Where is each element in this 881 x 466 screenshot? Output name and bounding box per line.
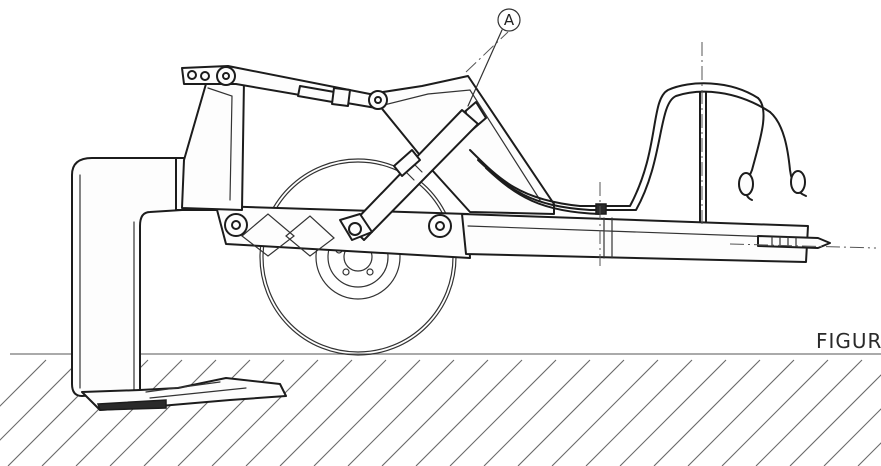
hatch-line <box>381 359 489 466</box>
hatch-line <box>721 359 829 466</box>
hatch-line <box>449 359 557 466</box>
hatch-line <box>483 359 591 466</box>
hatch-line <box>177 359 285 466</box>
hatch-line <box>755 359 863 466</box>
hatch-line <box>0 359 81 441</box>
hatch-line <box>347 359 455 466</box>
callout: A <box>467 8 521 107</box>
hatch-line <box>857 442 881 466</box>
hatch-line <box>211 359 319 466</box>
hatch-line <box>517 359 625 466</box>
hatch-line <box>653 359 761 466</box>
hatch-line <box>75 359 183 466</box>
wheel <box>259 158 457 356</box>
ground-hatching <box>0 359 881 466</box>
stand-post <box>699 91 707 223</box>
ground <box>0 353 881 466</box>
center-lines <box>465 31 877 266</box>
hatch-line <box>415 359 523 466</box>
hatch-line <box>551 359 659 466</box>
callout-bubble <box>497 8 521 32</box>
hatch-line <box>619 359 727 466</box>
hydraulic-hoses <box>469 82 807 215</box>
callout-leader <box>467 29 503 107</box>
pivot-pins <box>224 213 452 238</box>
hatch-line <box>0 359 47 407</box>
hatch-line <box>313 359 421 466</box>
hydraulic-ram <box>339 109 479 241</box>
shank <box>71 157 287 411</box>
top-link <box>181 65 381 109</box>
cylinder-housing <box>368 75 555 215</box>
hatch-line <box>789 374 881 466</box>
hatch-line <box>109 359 217 466</box>
hatch-line <box>279 359 387 466</box>
hatch-line <box>585 359 693 466</box>
hatch-line <box>245 359 353 466</box>
hatch-line <box>823 408 881 466</box>
callout-letter: A <box>504 11 515 29</box>
hatch-line <box>687 359 795 466</box>
figure-caption: FIGUR <box>816 329 881 353</box>
rear-bracket <box>181 69 245 211</box>
hatch-line <box>143 359 251 466</box>
